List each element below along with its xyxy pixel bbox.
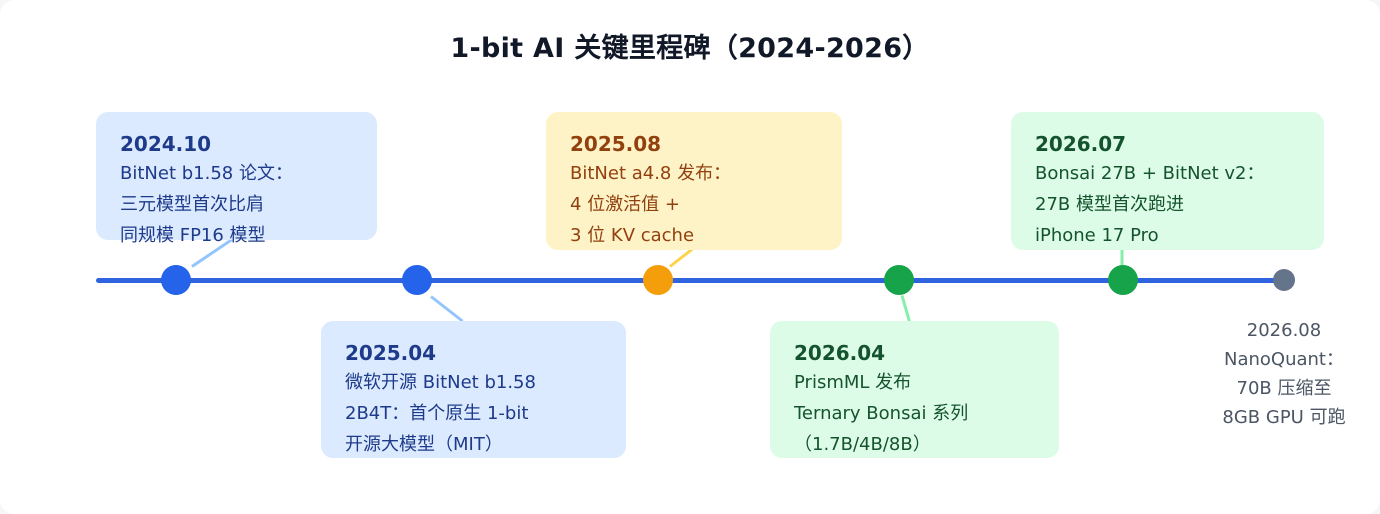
milestone-dot-2025-04 bbox=[402, 265, 432, 295]
milestone-line: 3 位 KV cache bbox=[570, 225, 695, 246]
milestone-note-2026-08: 2026.08 NanoQuant： 70B 压缩至 8GB GPU 可跑 bbox=[1196, 316, 1372, 432]
milestone-date: 2026.07 bbox=[1035, 132, 1127, 156]
milestone-line: 三元模型首次比肩 bbox=[120, 194, 264, 215]
milestone-line: Ternary Bonsai 系列 bbox=[794, 403, 969, 424]
milestone-date: 2026.04 bbox=[794, 341, 886, 365]
milestone-line: Bonsai 27B + BitNet v2： bbox=[1035, 163, 1265, 184]
milestone-line: 同规模 FP16 模型 bbox=[120, 225, 266, 246]
milestone-line: NanoQuant： bbox=[1224, 349, 1344, 370]
milestone-line: 微软开源 BitNet b1.58 bbox=[345, 372, 536, 393]
timeline-axis bbox=[96, 278, 1286, 283]
milestone-line: PrismML 发布 bbox=[794, 372, 912, 393]
milestone-date: 2025.04 bbox=[345, 341, 437, 365]
milestone-dot-2024-10 bbox=[161, 265, 191, 295]
milestone-card-2024-10: 2024.10 BitNet b1.58 论文： 三元模型首次比肩 同规模 FP… bbox=[96, 112, 377, 246]
milestone-line: 4 位激活值 + bbox=[570, 194, 680, 215]
milestone-line: 70B 压缩至 bbox=[1236, 378, 1332, 399]
milestone-card-2026-04: 2026.04 PrismML 发布 Ternary Bonsai 系列 （1.… bbox=[770, 321, 1059, 458]
milestone-card-2025-04: 2025.04 微软开源 BitNet b1.58 2B4T：首个原生 1-bi… bbox=[321, 321, 626, 458]
milestone-date: 2025.08 bbox=[570, 132, 662, 156]
milestone-line: iPhone 17 Pro bbox=[1035, 225, 1159, 246]
milestone-dot-2025-08 bbox=[643, 265, 673, 295]
milestone-card-2025-08: 2025.08 BitNet a4.8 发布： 4 位激活值 + 3 位 KV … bbox=[546, 112, 842, 250]
milestone-line: 2B4T：首个原生 1-bit bbox=[345, 403, 529, 424]
milestone-date: 2026.08 bbox=[1246, 320, 1322, 341]
milestone-dot-2026-07 bbox=[1108, 265, 1138, 295]
milestone-line: （1.7B/4B/8B） bbox=[794, 434, 931, 455]
page-title: 1-bit AI 关键里程碑（2024-2026） bbox=[450, 33, 930, 64]
milestone-line: 8GB GPU 可跑 bbox=[1222, 407, 1346, 428]
connector-2026-04 bbox=[900, 295, 911, 322]
milestone-line: 27B 模型首次跑进 bbox=[1035, 194, 1184, 215]
milestone-date: 2024.10 bbox=[120, 132, 212, 156]
connector-2025-08 bbox=[669, 248, 693, 268]
milestone-card-2026-07: 2026.07 Bonsai 27B + BitNet v2： 27B 模型首次… bbox=[1011, 112, 1324, 250]
milestone-line: 开源大模型（MIT） bbox=[345, 434, 503, 455]
milestone-line: BitNet b1.58 论文： bbox=[120, 163, 293, 184]
milestone-dot-2026-08 bbox=[1273, 269, 1295, 291]
milestone-dot-2026-04 bbox=[884, 265, 914, 295]
connector-2025-04 bbox=[430, 295, 464, 323]
milestone-line: BitNet a4.8 发布： bbox=[570, 163, 732, 184]
